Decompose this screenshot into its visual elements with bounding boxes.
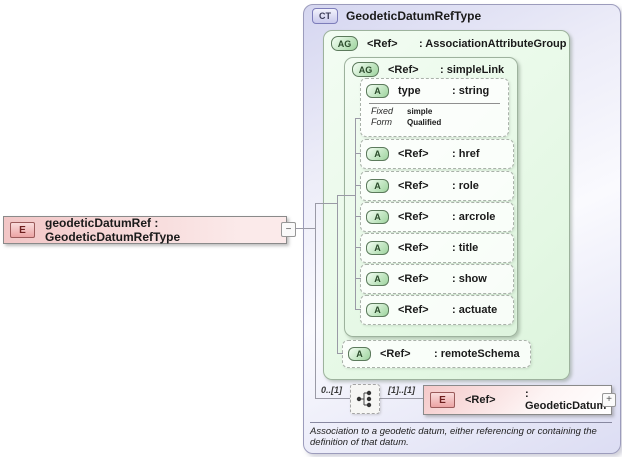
connector-line xyxy=(293,228,315,229)
element-badge-icon: E xyxy=(10,222,35,238)
element-geodeticdatum-box[interactable]: E <Ref> : GeodeticDatum xyxy=(423,385,612,415)
element-type-name: : GeodeticDatum xyxy=(525,388,607,412)
fact-value: simple xyxy=(407,107,433,116)
attribute-type-name: : arcrole xyxy=(452,211,496,223)
attribute-role-box[interactable]: A <Ref> : role xyxy=(360,171,514,201)
attribute-remoteschema-box[interactable]: A <Ref> : remoteSchema xyxy=(342,340,531,368)
attribute-ref-name: <Ref> xyxy=(398,304,429,316)
simplelink-ref-name: <Ref> xyxy=(388,63,419,76)
cardinality-label: 0..[1] xyxy=(321,385,343,395)
attribute-badge-icon: A xyxy=(366,272,389,286)
connector-stub xyxy=(355,309,361,310)
connector-line xyxy=(337,195,355,196)
attribute-type-header: A type : string xyxy=(361,79,508,103)
annotation-text: Association to a geodetic datum, either … xyxy=(310,426,597,449)
attribute-type-name: : href xyxy=(452,148,480,160)
cardinality-label: [1]..[1] xyxy=(388,385,415,395)
attribute-ref-name: <Ref> xyxy=(398,148,429,160)
attribute-show-box[interactable]: A <Ref> : show xyxy=(360,264,514,294)
attribute-type-name: : role xyxy=(452,180,479,192)
attribute-type-name: : show xyxy=(452,273,487,285)
annotation-divider xyxy=(310,422,612,423)
connector-stub xyxy=(355,216,361,217)
fact-fixed: Fixed simple xyxy=(361,106,508,117)
attribute-ref-name: <Ref> xyxy=(398,211,429,223)
fact-value: Qualified xyxy=(407,118,442,127)
connector-trunk xyxy=(315,203,316,399)
attribute-name: type xyxy=(398,85,421,97)
connector-stub xyxy=(355,185,361,186)
facts-divider xyxy=(369,103,500,104)
fact-label: Fixed xyxy=(371,106,394,116)
attributegroup-type-name: : AssociationAttributeGroup xyxy=(419,37,567,50)
element-ref-name: <Ref> xyxy=(465,394,496,406)
attribute-type-name: : remoteSchema xyxy=(434,348,520,360)
complextype-badge-icon: CT xyxy=(312,8,338,24)
attributegroup-association-header: AG <Ref> : AssociationAttributeGroup xyxy=(331,36,566,51)
simplelink-type-name: : simpleLink xyxy=(440,63,505,76)
attribute-type-name: : title xyxy=(452,242,479,254)
attribute-type-box[interactable]: A type : string Fixed simple Form Qualif… xyxy=(360,78,509,137)
element-badge-icon: E xyxy=(430,392,455,408)
complextype-title: GeodeticDatumRefType xyxy=(346,9,482,23)
attributegroup-ref-name: <Ref> xyxy=(367,37,398,50)
attribute-ref-name: <Ref> xyxy=(380,348,411,360)
fact-label: Form xyxy=(371,117,392,127)
attribute-arcrole-box[interactable]: A <Ref> : arcrole xyxy=(360,202,514,232)
attribute-badge-icon: A xyxy=(366,179,389,193)
sequence-compositor-icon[interactable] xyxy=(350,384,380,414)
complextype-header: CT GeodeticDatumRefType xyxy=(312,8,481,24)
connector-stub xyxy=(355,247,361,248)
connector-line xyxy=(315,398,350,399)
attribute-actuate-box[interactable]: A <Ref> : actuate xyxy=(360,295,514,325)
connector-line xyxy=(315,203,337,204)
attribute-badge-icon: A xyxy=(366,303,389,317)
attribute-ref-name: <Ref> xyxy=(398,242,429,254)
attribute-badge-icon: A xyxy=(366,84,389,98)
expand-toggle[interactable]: + xyxy=(602,393,616,407)
attribute-badge-icon: A xyxy=(366,241,389,255)
attribute-badge-icon: A xyxy=(348,347,371,361)
attribute-ref-name: <Ref> xyxy=(398,273,429,285)
connector-stub xyxy=(355,153,361,154)
attribute-title-box[interactable]: A <Ref> : title xyxy=(360,233,514,263)
element-geodeticdatumref-box[interactable]: E geodeticDatumRef : GeodeticDatumRefTyp… xyxy=(3,216,287,244)
connector-trunk xyxy=(337,195,338,353)
attribute-type-name: : actuate xyxy=(452,304,498,316)
attribute-type-name: : string xyxy=(452,85,490,97)
fact-form: Form Qualified xyxy=(361,117,508,128)
connector-stub xyxy=(337,353,343,354)
connector-line xyxy=(378,398,423,399)
collapse-toggle[interactable]: − xyxy=(281,222,296,237)
attributegroup-simplelink-header: AG <Ref> : simpleLink xyxy=(352,62,504,77)
connector-trunk xyxy=(355,118,356,309)
attributegroup-badge-icon: AG xyxy=(352,62,379,77)
connector-stub xyxy=(355,278,361,279)
element-label: geodeticDatumRef : GeodeticDatumRefType xyxy=(45,216,181,244)
attribute-badge-icon: A xyxy=(366,210,389,224)
sequence-glyph-icon xyxy=(356,390,372,408)
attributegroup-badge-icon: AG xyxy=(331,36,358,51)
attribute-href-box[interactable]: A <Ref> : href xyxy=(360,139,514,169)
connector-stub xyxy=(355,118,361,119)
attribute-badge-icon: A xyxy=(366,147,389,161)
attribute-ref-name: <Ref> xyxy=(398,180,429,192)
